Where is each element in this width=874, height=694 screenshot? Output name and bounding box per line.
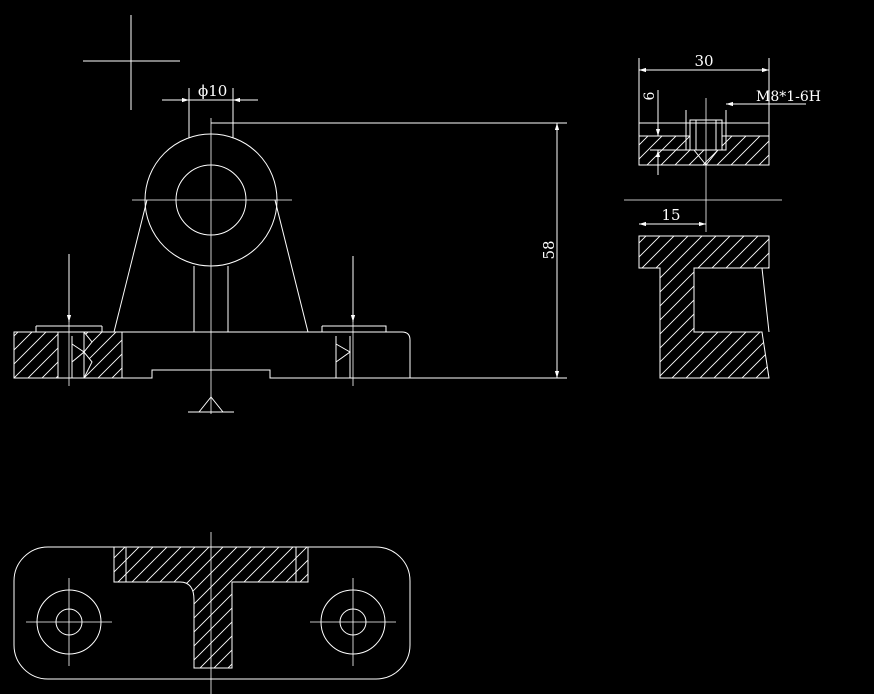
front-left-hatch-section [13, 331, 59, 379]
dim-depth: 6 [642, 91, 658, 100]
dim-diameter: ϕ10 [198, 82, 227, 100]
dim-thread: M8*1-6H [756, 89, 821, 105]
top-view [13, 532, 411, 694]
side-view [624, 58, 806, 379]
dim-offset: 15 [661, 206, 680, 224]
side-lower-hatch [638, 235, 770, 379]
dim-height: 58 [540, 240, 558, 259]
front-left-hatch-section-2 [82, 331, 123, 379]
front-view [13, 15, 567, 414]
dim-width: 30 [694, 52, 713, 70]
